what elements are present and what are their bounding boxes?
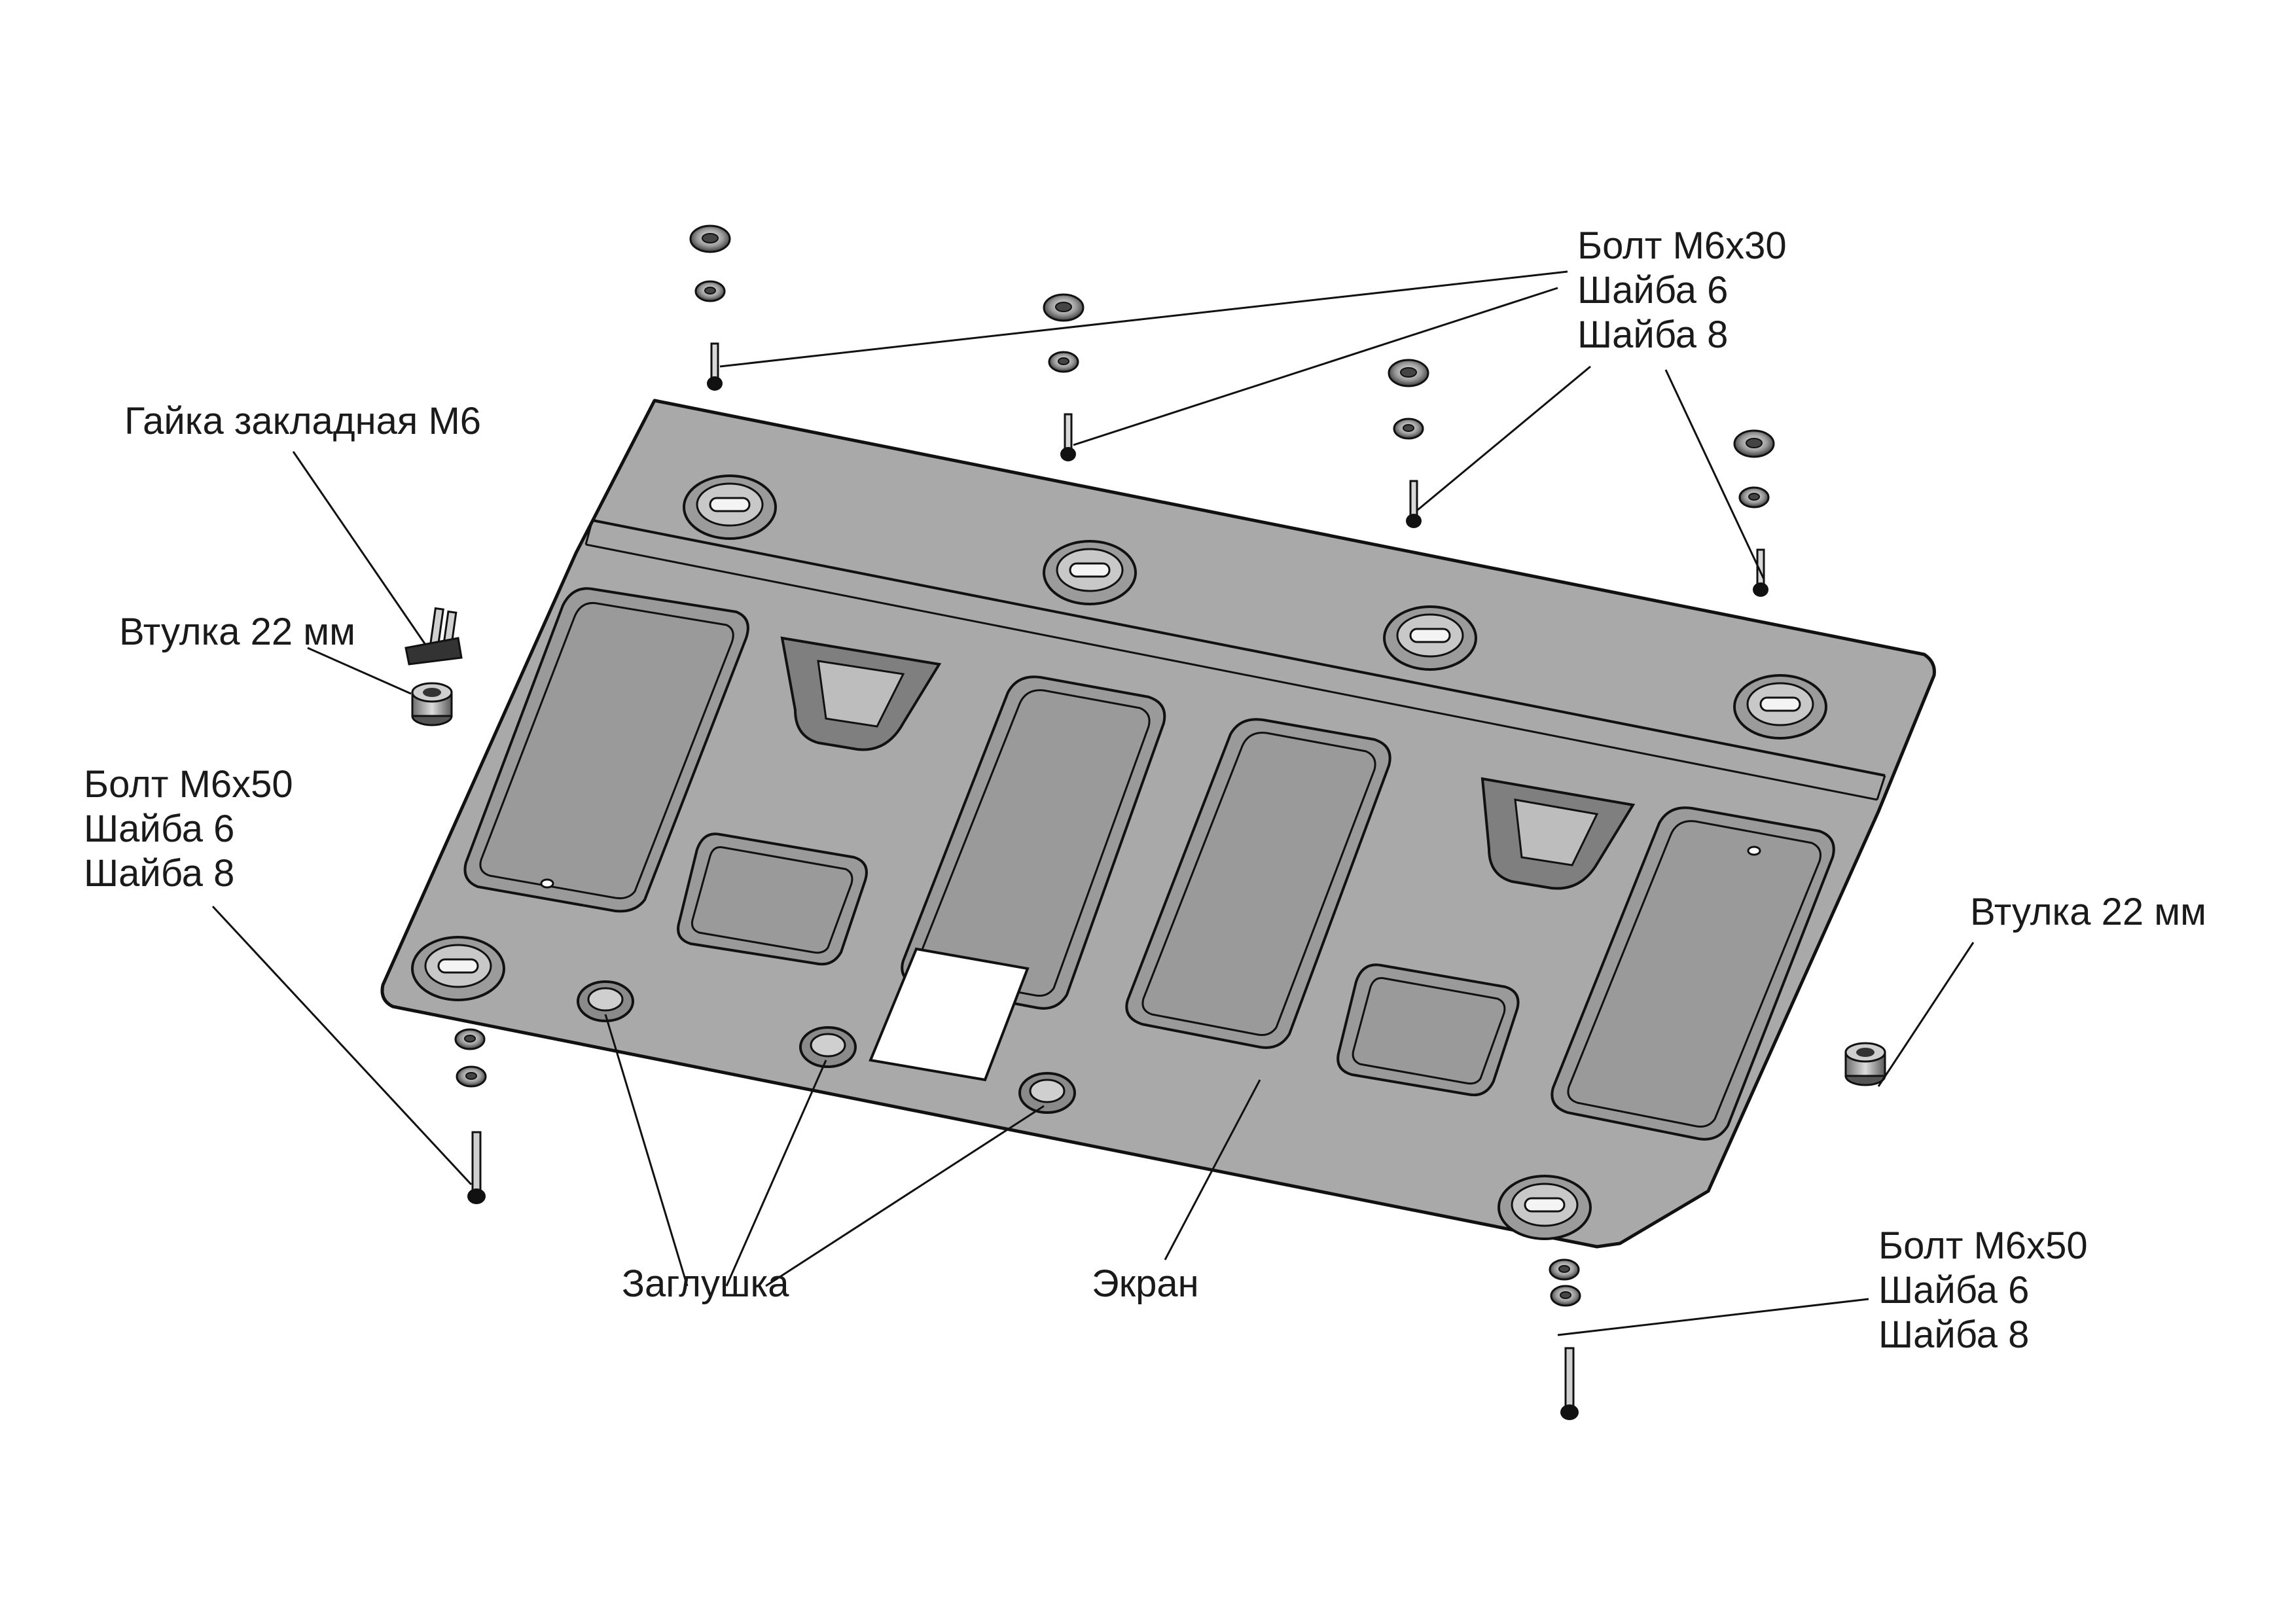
- plug-part: [1018, 1072, 1076, 1114]
- bushing-part-left: [411, 682, 453, 726]
- panel-recess-6: [1551, 806, 1835, 1141]
- screen-plate: [380, 399, 1936, 1249]
- callout-line: Втулка 22 мм: [119, 611, 355, 653]
- callout-line: Экран: [1092, 1262, 1199, 1305]
- fastener-stack-bottom-left: [454, 1028, 487, 1205]
- mount-pad: [683, 474, 777, 540]
- callout-line: Болт М6х50: [84, 763, 293, 806]
- callout-line: Шайба 6: [1878, 1269, 2030, 1311]
- panel-recess-1: [463, 587, 749, 913]
- plate-cutout: [869, 947, 1030, 1082]
- mount-pad: [1733, 674, 1827, 740]
- leader-lines: [211, 270, 1975, 1336]
- callout-line: Гайка закладная М6: [124, 400, 482, 442]
- mount-pad: [411, 936, 505, 1001]
- callout-line: Болт М6х30: [1577, 224, 1787, 267]
- bushing-part-right: [1844, 1042, 1886, 1086]
- callout-line: Болт М6х50: [1878, 1224, 2088, 1267]
- fastener-stack-top-2: [1043, 293, 1085, 463]
- panel-recess-5: [1336, 963, 1520, 1096]
- mount-pad: [1383, 605, 1477, 671]
- callout-line: Шайба 6: [1577, 269, 1729, 312]
- fastener-stack-bottom-right: [1549, 1258, 1581, 1421]
- callout-embedded-nut: Гайка закладная М6: [124, 399, 481, 444]
- fastener-stack-top-3: [1388, 359, 1429, 529]
- callout-bushing-right: Втулка 22 мм: [1970, 890, 2206, 935]
- callout-line: Заглушка: [622, 1262, 789, 1305]
- mount-pad: [1043, 540, 1137, 605]
- callout-bolt-m6x50-right: Болт М6х50 Шайба 6 Шайба 8: [1878, 1224, 2088, 1357]
- callout-bushing-left: Втулка 22 мм: [119, 610, 355, 654]
- plug-part: [799, 1026, 857, 1068]
- mount-pad: [1498, 1175, 1592, 1240]
- callout-line: Втулка 22 мм: [1970, 891, 2206, 933]
- callout-line: Шайба 8: [1878, 1313, 2030, 1356]
- panel-recess-2: [677, 832, 868, 966]
- embedded-nut-part: [404, 607, 463, 666]
- callout-plug: Заглушка: [622, 1262, 789, 1306]
- panel-recess-3: [901, 675, 1166, 1010]
- vent-scoop-left: [780, 636, 942, 751]
- callout-line: Шайба 8: [1577, 313, 1729, 356]
- fastener-stack-top-4: [1733, 429, 1775, 598]
- callout-bolt-m6x30: Болт М6х30 Шайба 6 Шайба 8: [1577, 224, 1787, 357]
- panel-recess-4: [1125, 718, 1391, 1049]
- callout-line: Шайба 8: [84, 852, 235, 895]
- callout-bolt-m6x50-left: Болт М6х50 Шайба 6 Шайба 8: [84, 762, 293, 896]
- vent-scoop-right: [1480, 777, 1636, 890]
- callout-screen: Экран: [1092, 1262, 1199, 1306]
- callout-line: Шайба 6: [84, 808, 235, 850]
